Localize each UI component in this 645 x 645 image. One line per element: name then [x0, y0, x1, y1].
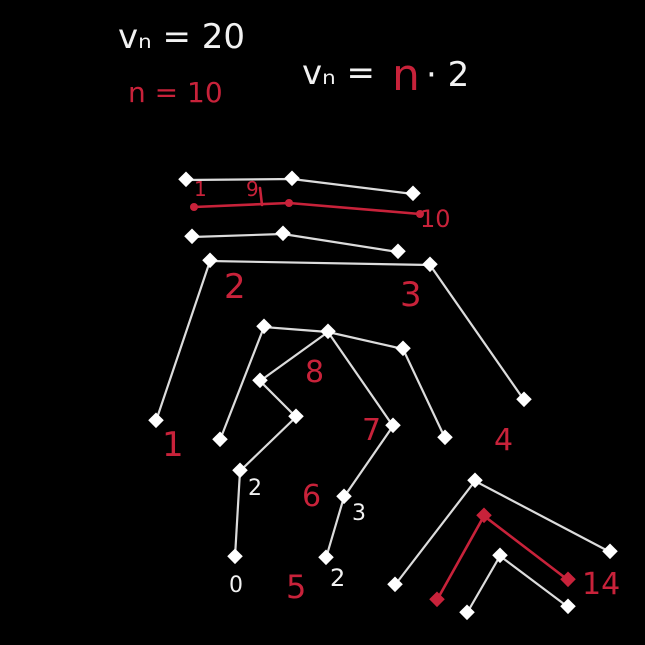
outer-tree	[148, 252, 532, 429]
label-center-8: 8	[305, 355, 324, 390]
middle-tree	[212, 318, 453, 566]
top-white-path-1	[178, 170, 421, 202]
label-top-red-10: 10	[420, 205, 451, 233]
formula-rule-times-2: · 2	[426, 55, 469, 95]
formula-vn-equals-20: vₙ = 20	[118, 17, 245, 57]
label-center-7: 7	[362, 413, 381, 448]
label-white-2-mid: 2	[330, 564, 345, 592]
label-red-5: 5	[286, 568, 306, 606]
label-top-red-1: 1	[194, 177, 207, 201]
label-white-2-left: 2	[248, 476, 262, 501]
top-red-path	[190, 186, 424, 218]
label-big-2: 2	[224, 267, 246, 307]
label-red-14: 14	[582, 567, 620, 602]
label-white-0: 0	[229, 573, 243, 598]
formula-n-equals-10: n = 10	[128, 76, 223, 109]
label-big-4: 4	[494, 423, 513, 458]
label-center-6: 6	[302, 479, 321, 514]
label-big-1: 1	[162, 425, 184, 465]
formula-rule-n: n	[392, 50, 420, 101]
label-big-3: 3	[400, 275, 422, 315]
top-white-path-2	[184, 225, 406, 260]
formula-rule-lhs: vₙ =	[302, 53, 375, 93]
label-top-red-9: 9	[246, 177, 259, 201]
label-white-3: 3	[352, 501, 366, 526]
bottom-right-white-wedge	[387, 472, 618, 621]
